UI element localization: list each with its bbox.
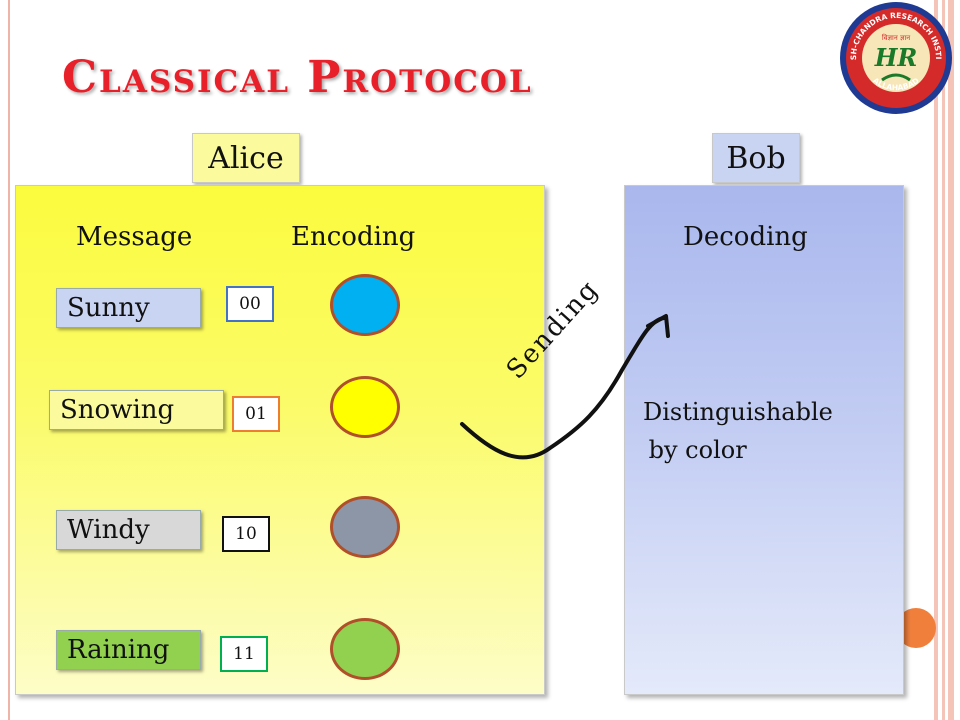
slide-title: Classical Protocol <box>62 52 533 103</box>
color-circle-green <box>330 618 400 680</box>
message-snowing: Snowing <box>49 390 224 430</box>
sending-arrow <box>460 314 670 460</box>
code-box: 11 <box>220 636 268 672</box>
bob-text-line1: Distinguishable <box>643 398 833 426</box>
code-box: 10 <box>222 516 270 552</box>
alice-label: Alice <box>192 133 300 183</box>
color-circle-gray <box>330 496 400 558</box>
encoding-header: Encoding <box>291 222 416 252</box>
slide-border-right <box>930 0 960 720</box>
bob-label: Bob <box>712 133 800 183</box>
logo-monogram: HR <box>874 43 918 72</box>
color-circle-blue <box>330 274 400 336</box>
message-raining: Raining <box>56 630 201 670</box>
code-box: 00 <box>226 286 274 322</box>
logo-inner-text: विज्ञान ज्ञान <box>882 33 910 42</box>
code-box: 01 <box>232 396 280 432</box>
bob-panel: Decoding Distinguishable by color <box>624 185 904 695</box>
bob-text-line2: by color <box>641 436 747 464</box>
alice-panel: Message Encoding Sunny 00 Snowing 01 Win… <box>15 185 545 695</box>
message-header: Message <box>76 222 193 252</box>
color-circle-yellow <box>330 376 400 438</box>
decoding-header: Decoding <box>683 222 808 252</box>
institute-logo: HARISH-CHANDRA RESEARCH INSTITUTE ALLAHA… <box>838 0 952 114</box>
slide-border-left <box>0 0 10 720</box>
message-sunny: Sunny <box>56 288 201 328</box>
message-windy: Windy <box>56 510 201 550</box>
